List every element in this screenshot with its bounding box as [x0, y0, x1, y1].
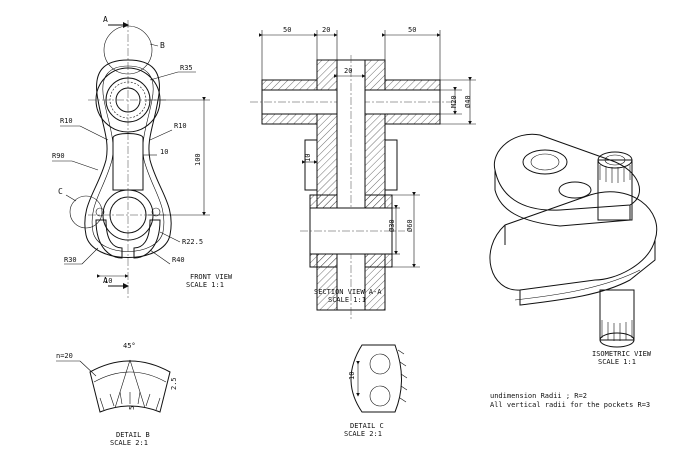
detail-c-scale: SCALE 2:1	[344, 430, 382, 438]
front-view: A A B C R35 R10	[52, 15, 233, 300]
front-view-title: FRONT VIEW	[190, 273, 233, 281]
dim-d60: Ø60	[406, 219, 414, 232]
dim-20-inner: 20	[344, 67, 352, 75]
detail-c-title: DETAIL C	[350, 422, 384, 430]
dim-r35: R35	[180, 64, 193, 72]
section-mark-a-bottom: A	[103, 276, 108, 285]
dim-100: 100	[194, 153, 202, 166]
isometric-scale: SCALE 1:1	[598, 358, 636, 366]
isometric-title: ISOMETRIC VIEW	[592, 350, 652, 358]
detail-b: n=20 45° 2.5 5 DETAIL B SCALE 2:1	[56, 342, 178, 447]
note-line-2: All vertical radii for the pockets R=3	[490, 401, 650, 409]
detail-b-angle: 45°	[123, 342, 136, 350]
dim-r10-right: R10	[174, 122, 187, 130]
dim-d40: Ø40	[464, 95, 472, 108]
section-view-title: SECTION VIEW A-A	[314, 288, 382, 296]
dim-m20: M20	[450, 95, 458, 108]
detail-b-n20: n=20	[56, 352, 73, 360]
dim-d30: Ø30	[388, 219, 396, 232]
detail-c-marker: C	[58, 187, 63, 196]
dim-r30: R30	[64, 256, 77, 264]
front-view-scale: SCALE 1:1	[186, 281, 224, 289]
note-line-1: undimension Radii ; R=2	[490, 392, 587, 400]
dim-50-left: 50	[283, 26, 291, 34]
dim-10-slot: 10	[160, 148, 168, 156]
dim-10-pocket: 10	[304, 154, 312, 162]
isometric-view: ISOMETRIC VIEW SCALE 1:1	[489, 133, 658, 366]
dim-r40: R40	[172, 256, 185, 264]
dim-r10-left: R10	[60, 117, 73, 125]
section-view-scale: SCALE 1:1	[328, 296, 366, 304]
detail-c-dim-10: 10	[348, 372, 356, 380]
section-view: 50 20 50 20 M20 Ø40 10 Ø30 Ø60 SECTION V…	[250, 26, 476, 320]
dim-10-bottom: 10	[104, 277, 112, 285]
detail-b-dim-5: 5	[128, 406, 136, 410]
dim-r22-5: R22.5	[182, 238, 203, 246]
detail-b-scale: SCALE 2:1	[110, 439, 148, 447]
dim-r90: R90	[52, 152, 65, 160]
dim-20-top: 20	[322, 26, 330, 34]
detail-c: 10 DETAIL C SCALE 2:1	[344, 344, 408, 438]
detail-b-dim-2-5: 2.5	[170, 377, 178, 390]
section-mark-a-top: A	[103, 15, 108, 24]
dim-50-right: 50	[408, 26, 416, 34]
detail-b-marker: B	[160, 41, 165, 50]
detail-b-title: DETAIL B	[116, 431, 150, 439]
